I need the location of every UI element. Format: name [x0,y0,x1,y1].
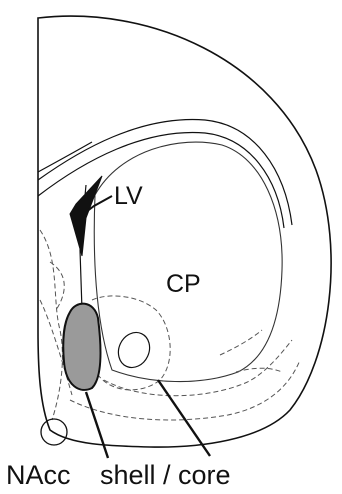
striatum-outline [94,142,282,382]
label-shell-core: shell / core [100,460,231,490]
midline-arc [38,142,92,172]
core-leader-line [158,380,210,456]
shell-leader-line [86,392,108,458]
label-cp: CP [166,270,201,298]
anterior-commissure [113,327,155,372]
label-lv: LV [114,182,143,210]
label-nacc: NAcc [6,460,71,490]
nacc-shell-region [63,304,100,390]
